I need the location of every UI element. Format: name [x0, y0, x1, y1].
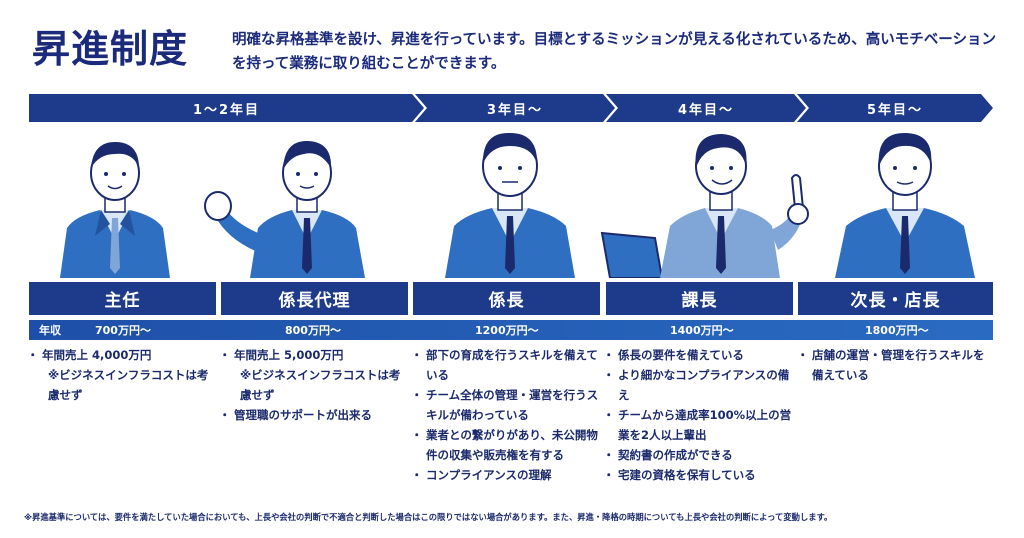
chevron-arrow-icon [797, 94, 993, 122]
footnote: ※昇進基準については、要件を満たしていた場合においても、上長や会社の判断で不適合… [24, 512, 833, 522]
requirement-item: より細かなコンプライアンスの備え [603, 365, 792, 405]
requirement-item: 部下の育成を行うスキルを備えている [411, 345, 600, 385]
chevron-arrow-icon [29, 94, 424, 122]
salary-bar: 年収 700万円〜 800万円〜 1200万円〜 1400万円〜 1800万円〜 [29, 320, 993, 340]
requirements-kacho: 係長の要件を備えている より細かなコンプライアンスの備え チームから達成率100… [603, 345, 792, 485]
rank-title-kakaricho: 係長 [413, 282, 600, 315]
rank-title-kacho: 課長 [606, 282, 793, 315]
rank-title-jicho-tencho: 次長・店長 [798, 282, 993, 315]
timeline-segment-3: 4年目〜 [606, 94, 806, 122]
businessman-illustration-4 [600, 134, 809, 278]
chevron-arrow-icon [415, 94, 615, 122]
page-lead: 明確な昇格基準を設け、昇進を行っています。目標とするミッションが見える化されてい… [232, 32, 997, 72]
rank-titles: 主任 係長代理 係長 課長 次長・店長 [29, 282, 993, 315]
rank-title-shunin: 主任 [29, 282, 216, 315]
requirements-shunin: 年間売上 4,000万円 ※ビジネスインフラコストは考慮せず [27, 345, 210, 405]
raised-finger [790, 174, 805, 209]
salary-value: 1200万円〜 [475, 324, 539, 337]
requirement-note: ※ビジネスインフラコストは考慮せず [240, 368, 401, 402]
salary-value: 700万円〜 [95, 324, 151, 337]
requirement-item: 係長の要件を備えている [603, 345, 792, 365]
timeline-segment-2: 3年目〜 [415, 94, 615, 122]
requirement-item: 管理職のサポートが出来る [219, 405, 407, 425]
requirement-note: ※ビジネスインフラコストは考慮せず [48, 368, 209, 402]
requirement-item: チーム全体の管理・運営を行うスキルが備わっている [411, 385, 600, 425]
businessman-illustration-2 [204, 140, 365, 278]
requirement-item: 宅建の資格を保有している [603, 465, 792, 485]
timeline-label: 3年目〜 [486, 102, 544, 118]
timeline-label: 4年目〜 [677, 102, 735, 118]
salary-value: 1400万円〜 [670, 324, 734, 337]
timeline-label: 1〜2年目 [192, 102, 261, 118]
requirement-item: 業者との繋がりがあり、未公開物件の収集や販売権を有する [411, 425, 600, 465]
chevron-arrow-icon [606, 94, 806, 122]
requirement-item: 年間売上 4,000万円 [27, 345, 210, 365]
businessman-illustration-1 [60, 142, 170, 278]
salary-value: 800万円〜 [285, 324, 341, 337]
clenched-fist [204, 191, 232, 221]
requirements-kakaricho: 部下の育成を行うスキルを備えている チーム全体の管理・運営を行うスキルが備わって… [411, 345, 600, 485]
page-header: 昇進制度 明確な昇格基準を設け、昇進を行っています。目標とするミッションが見える… [32, 18, 1002, 78]
requirement-item: 店舗の運営・管理を行うスキルを備えている [797, 345, 990, 385]
requirements-kakaricho-dairi: 年間売上 5,000万円 ※ビジネスインフラコストは考慮せず 管理職のサポートが… [219, 345, 407, 425]
timeline-label: 5年目〜 [866, 102, 924, 118]
salary-value: 1800万円〜 [865, 324, 929, 337]
requirement-item: 契約書の作成ができる [603, 445, 792, 465]
salary-label: 年収 [39, 324, 61, 337]
businessman-illustration-5 [835, 132, 975, 278]
timeline-segment-4: 5年目〜 [797, 94, 993, 122]
requirement-item: 年間売上 5,000万円 [219, 345, 407, 365]
laptop-screen [600, 231, 664, 278]
requirement-item: チームから達成率100%以上の営業を2人以上輩出 [603, 405, 792, 445]
timeline: 1〜2年目 3年目〜 4年目〜 5年目〜 [29, 94, 993, 122]
page-title: 昇進制度 [32, 27, 189, 71]
rank-title-kakaricho-dairi: 係長代理 [221, 282, 408, 315]
businessman-illustration-3 [445, 132, 575, 278]
requirement-item: コンプライアンスの理解 [411, 465, 600, 485]
timeline-segment-1: 1〜2年目 [29, 94, 424, 122]
requirements-jicho-tencho: 店舗の運営・管理を行うスキルを備えている [797, 345, 990, 385]
